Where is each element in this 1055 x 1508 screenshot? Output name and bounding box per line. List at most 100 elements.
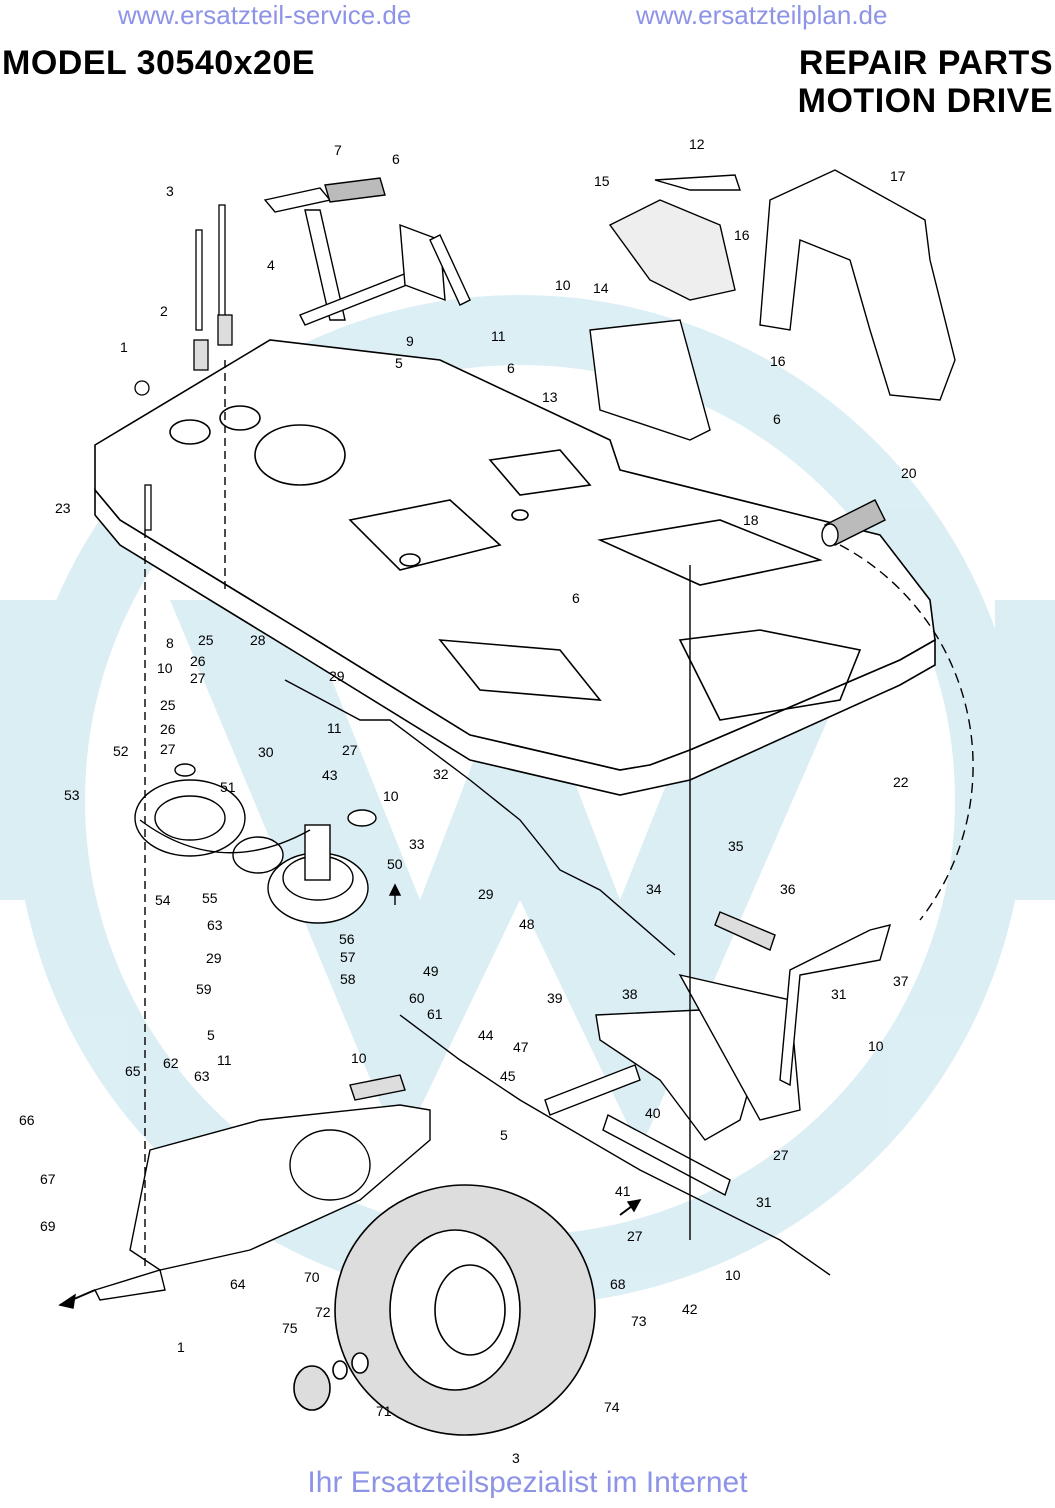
bolts-and-springs bbox=[134, 204, 233, 531]
part-label-16: 16 bbox=[770, 353, 786, 369]
part-label-8: 8 bbox=[166, 635, 174, 651]
rods-and-cables bbox=[144, 360, 974, 1276]
part-label-74: 74 bbox=[604, 1399, 620, 1415]
part-label-53: 53 bbox=[64, 787, 80, 803]
part-label-6: 6 bbox=[392, 151, 400, 167]
part-label-40: 40 bbox=[645, 1105, 661, 1121]
part-label-10: 10 bbox=[157, 660, 173, 676]
part-label-20: 20 bbox=[901, 465, 917, 481]
part-label-38: 38 bbox=[622, 986, 638, 1002]
part-label-11: 11 bbox=[491, 328, 506, 344]
part-label-5: 5 bbox=[207, 1027, 215, 1043]
part-label-27: 27 bbox=[190, 670, 206, 686]
part-label-29: 29 bbox=[206, 950, 222, 966]
part-label-16: 16 bbox=[734, 227, 750, 243]
part-label-6: 6 bbox=[507, 360, 515, 376]
part-label-70: 70 bbox=[304, 1269, 320, 1285]
part-label-36: 36 bbox=[780, 881, 796, 897]
pedal-assembly bbox=[263, 177, 471, 326]
part-label-63: 63 bbox=[194, 1068, 210, 1084]
part-label-64: 64 bbox=[230, 1276, 246, 1292]
part-label-50: 50 bbox=[387, 856, 403, 872]
part-label-44: 44 bbox=[478, 1027, 494, 1043]
part-labels: 1123455566667891010101010101111111213141… bbox=[19, 136, 917, 1419]
part-label-9: 9 bbox=[406, 333, 414, 349]
part-label-47: 47 bbox=[513, 1039, 529, 1055]
part-label-41: 41 bbox=[615, 1183, 631, 1199]
site-link-left[interactable]: www.ersatzteil-service.de bbox=[118, 0, 412, 30]
part-label-18: 18 bbox=[743, 512, 759, 528]
part-label-10: 10 bbox=[868, 1038, 884, 1054]
part-label-27: 27 bbox=[160, 741, 176, 757]
part-label-34: 34 bbox=[646, 881, 662, 897]
fender-bracket bbox=[589, 169, 956, 441]
part-label-63: 63 bbox=[207, 917, 223, 933]
section-title-repair-parts: REPAIR PARTS bbox=[798, 44, 1053, 82]
part-label-67: 67 bbox=[40, 1171, 56, 1187]
part-label-10: 10 bbox=[351, 1050, 367, 1066]
part-label-48: 48 bbox=[519, 916, 535, 932]
part-label-17: 17 bbox=[890, 168, 906, 184]
part-label-2: 2 bbox=[160, 303, 168, 319]
part-label-31: 31 bbox=[831, 986, 847, 1002]
part-label-4: 4 bbox=[267, 257, 275, 273]
part-label-22: 22 bbox=[893, 774, 909, 790]
part-label-52: 52 bbox=[113, 743, 129, 759]
part-label-11: 11 bbox=[327, 720, 342, 736]
part-label-59: 59 bbox=[196, 981, 212, 997]
part-label-5: 5 bbox=[395, 355, 403, 371]
page-number: 3 bbox=[512, 1450, 520, 1466]
part-label-60: 60 bbox=[409, 990, 425, 1006]
part-label-73: 73 bbox=[631, 1313, 647, 1329]
part-label-30: 30 bbox=[258, 744, 274, 760]
roller-cylinder bbox=[821, 499, 886, 547]
part-label-75: 75 bbox=[282, 1320, 298, 1336]
transaxle bbox=[58, 1104, 431, 1309]
part-label-33: 33 bbox=[409, 836, 425, 852]
part-label-54: 54 bbox=[155, 892, 171, 908]
pulley-assembly bbox=[134, 763, 377, 924]
part-label-1: 1 bbox=[120, 339, 128, 355]
part-label-13: 13 bbox=[542, 389, 558, 405]
section-title-motion-drive: MOTION DRIVE bbox=[797, 82, 1053, 120]
part-label-1: 1 bbox=[177, 1339, 185, 1355]
rear-tire bbox=[293, 1184, 596, 1436]
part-label-10: 10 bbox=[725, 1267, 741, 1283]
part-label-66: 66 bbox=[19, 1112, 35, 1128]
motion-linkage bbox=[349, 911, 892, 1197]
part-label-25: 25 bbox=[160, 697, 176, 713]
part-label-35: 35 bbox=[728, 838, 744, 854]
part-label-25: 25 bbox=[198, 632, 214, 648]
part-label-5: 5 bbox=[500, 1127, 508, 1143]
part-label-29: 29 bbox=[478, 886, 494, 902]
part-label-72: 72 bbox=[315, 1304, 331, 1320]
part-label-27: 27 bbox=[342, 742, 358, 758]
site-link-right[interactable]: www.ersatzteilplan.de bbox=[636, 0, 888, 30]
part-label-27: 27 bbox=[627, 1228, 643, 1244]
part-label-57: 57 bbox=[340, 949, 356, 965]
part-label-55: 55 bbox=[202, 890, 218, 906]
part-label-56: 56 bbox=[339, 931, 355, 947]
part-label-3: 3 bbox=[166, 183, 174, 199]
part-label-43: 43 bbox=[322, 767, 338, 783]
part-label-14: 14 bbox=[593, 280, 609, 296]
part-label-42: 42 bbox=[682, 1301, 698, 1317]
part-label-26: 26 bbox=[190, 653, 206, 669]
footer-tagline: Ihr Ersatzteilspezialist im Internet bbox=[307, 1466, 748, 1499]
part-label-6: 6 bbox=[572, 590, 580, 606]
model-title: MODEL 30540x20E bbox=[2, 44, 316, 82]
part-label-11: 11 bbox=[217, 1052, 232, 1068]
part-label-45: 45 bbox=[500, 1068, 516, 1084]
part-label-32: 32 bbox=[433, 766, 449, 782]
part-label-7: 7 bbox=[334, 142, 342, 158]
part-label-26: 26 bbox=[160, 721, 176, 737]
part-label-49: 49 bbox=[423, 963, 439, 979]
part-label-65: 65 bbox=[125, 1063, 141, 1079]
part-label-62: 62 bbox=[163, 1055, 179, 1071]
part-label-23: 23 bbox=[55, 500, 71, 516]
part-label-12: 12 bbox=[689, 136, 705, 152]
part-label-27: 27 bbox=[773, 1147, 789, 1163]
part-label-29: 29 bbox=[329, 668, 345, 684]
part-label-10: 10 bbox=[383, 788, 399, 804]
